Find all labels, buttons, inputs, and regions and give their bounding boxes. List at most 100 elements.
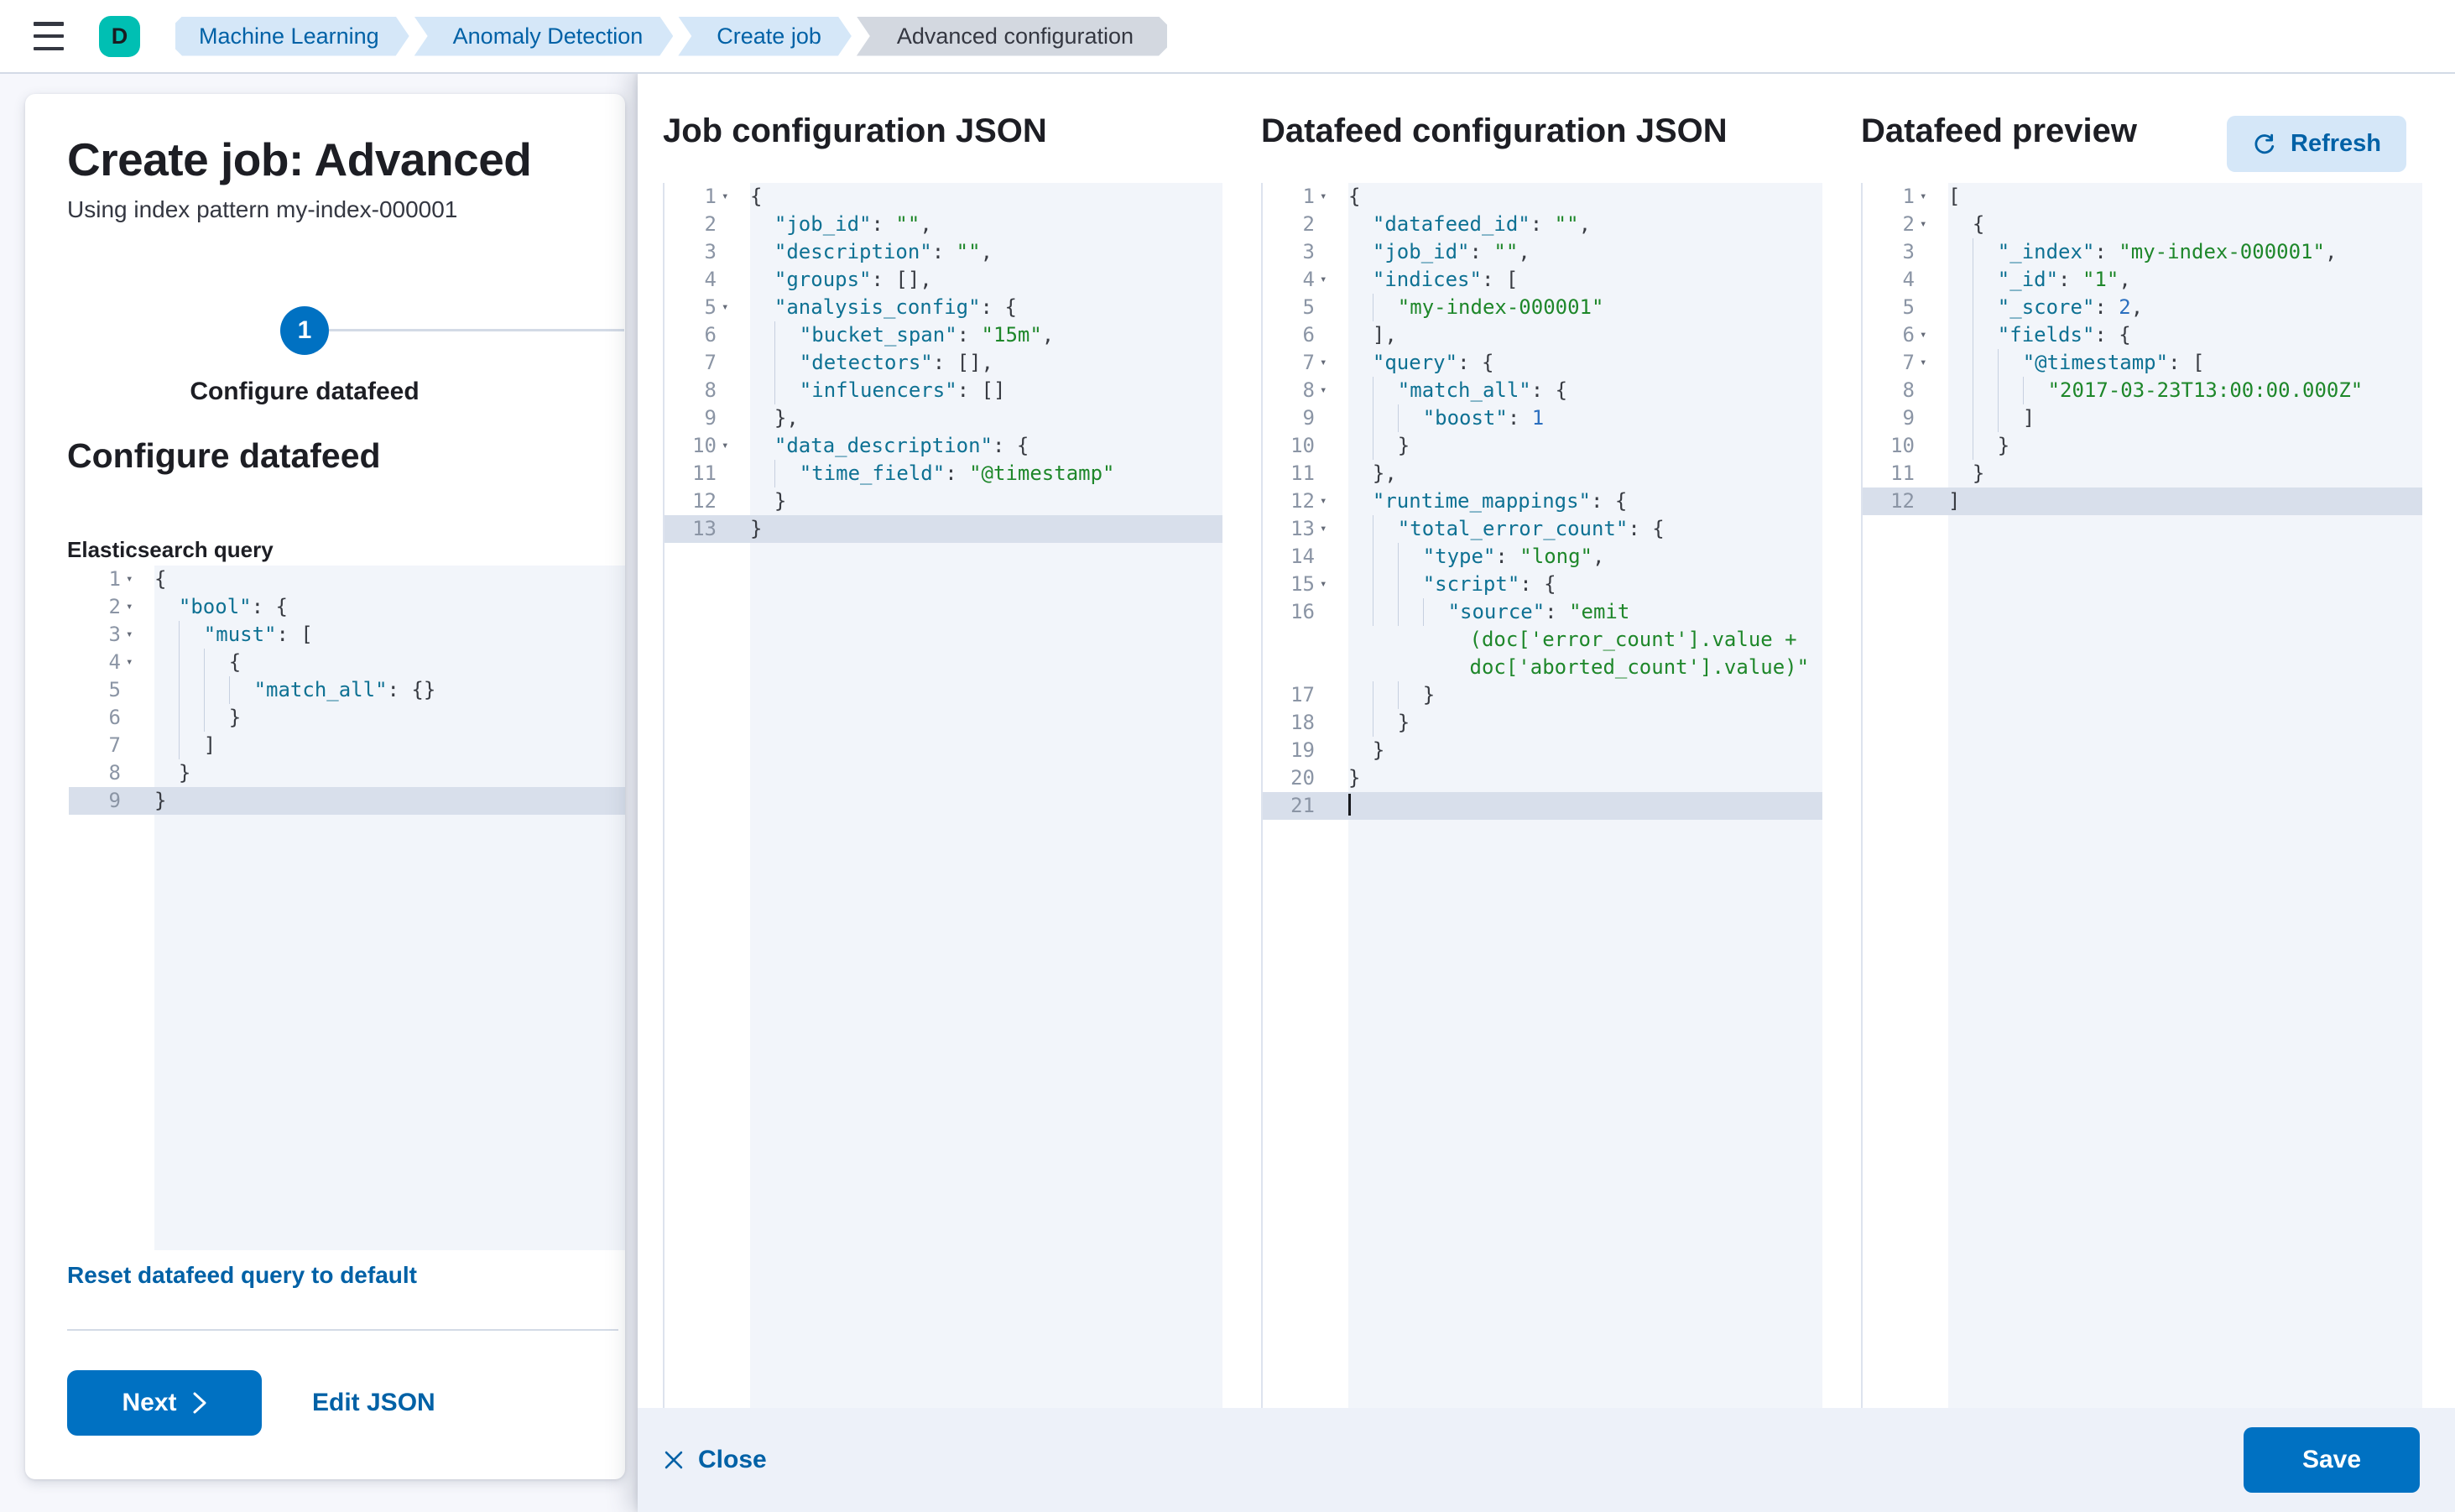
gutter-spacer	[1315, 654, 1348, 681]
code-token	[1948, 434, 1973, 457]
code-token: },	[774, 406, 799, 430]
code-token	[1397, 571, 1423, 598]
hamburger-menu-icon[interactable]	[34, 22, 70, 50]
line-number: 14	[1290, 545, 1315, 568]
gutter-spacer	[1315, 238, 1348, 266]
next-button[interactable]: Next	[67, 1370, 262, 1436]
fold-caret-icon[interactable]: ▾	[1320, 356, 1327, 369]
breadcrumb-machine-learning[interactable]: Machine Learning	[175, 17, 409, 56]
fold-caret-icon[interactable]: ▾	[1320, 383, 1327, 397]
fold-caret-icon[interactable]: ▾	[1920, 356, 1927, 369]
code-text: }	[1348, 432, 1410, 460]
code-token	[154, 595, 179, 618]
fold-caret-icon[interactable]: ▾	[1320, 577, 1327, 591]
gutter-spacer	[1315, 737, 1348, 764]
code-token: "runtime_mappings"	[1372, 489, 1591, 513]
code-row: 19 }	[1263, 737, 1822, 764]
code-token: "my-index-000001"	[1397, 295, 1604, 319]
edit-json-link[interactable]: Edit JSON	[312, 1389, 435, 1416]
fold-caret-icon[interactable]: ▾	[722, 439, 729, 452]
code-token	[750, 351, 774, 374]
breadcrumb-create-job[interactable]: Create job	[678, 17, 852, 56]
datafeed-preview-editor[interactable]: 1▾[2▾ {3 "_index": "my-index-000001",4 "…	[1861, 183, 2422, 1408]
code-row: 6 "bucket_span": "15m",	[665, 321, 1222, 349]
fold-caret-icon[interactable]: ▾	[1320, 494, 1327, 508]
gutter-spacer	[717, 404, 750, 432]
step-1-indicator[interactable]: 1	[280, 306, 329, 355]
code-token: "datafeed_id"	[1372, 212, 1530, 236]
elasticsearch-query-editor[interactable]: 1▾{2▾ "bool": {3▾ "must": [4▾ {5 "match_…	[69, 566, 625, 1250]
reset-datafeed-query-link[interactable]: Reset datafeed query to default	[67, 1262, 417, 1288]
code-token: }	[1972, 461, 1985, 485]
code-token: doc['aborted_count'].value)"	[1469, 655, 1810, 679]
fold-caret-icon[interactable]: ▾	[1320, 522, 1327, 535]
code-token: ,	[1592, 545, 1605, 568]
close-button-label: Close	[698, 1446, 767, 1473]
fold-caret-icon[interactable]: ▾	[1320, 273, 1327, 286]
gutter-spacer	[1315, 681, 1348, 709]
code-token: {	[1348, 185, 1361, 208]
code-token: "groups"	[774, 268, 872, 291]
code-token: "match_all"	[253, 678, 388, 701]
fold-caret-icon[interactable]: ▾	[1320, 190, 1327, 203]
fold-caret-icon[interactable]: ▾	[126, 600, 133, 613]
line-number: 1	[704, 185, 717, 208]
refresh-button[interactable]: Refresh	[2227, 116, 2406, 172]
code-token	[1397, 543, 1423, 571]
gutter-spacer	[121, 676, 154, 704]
close-icon	[665, 1451, 683, 1469]
gutter-spacer	[1915, 377, 1948, 404]
gutter-spacer	[1315, 294, 1348, 321]
code-text: ]	[1948, 404, 2035, 432]
fold-caret-icon[interactable]: ▾	[126, 628, 133, 641]
code-text: {	[1948, 211, 1984, 238]
code-token: :	[2058, 268, 2082, 291]
code-token: "description"	[774, 240, 932, 263]
fold-caret-icon[interactable]: ▾	[126, 655, 133, 669]
fold-caret-icon[interactable]: ▾	[1920, 217, 1927, 231]
job-config-editor[interactable]: 1▾{2 "job_id": "",3 "description": "",4 …	[663, 183, 1222, 1408]
breadcrumb-anomaly-detection[interactable]: Anomaly Detection	[414, 17, 674, 56]
space-avatar[interactable]: D	[99, 15, 140, 57]
fold-caret-icon[interactable]: ▾	[126, 572, 133, 586]
code-token: ]	[2022, 406, 2035, 430]
code-row: 13▾ "total_error_count": {	[1263, 515, 1822, 543]
save-button[interactable]: Save	[2244, 1427, 2420, 1493]
code-token: }	[1422, 683, 1436, 706]
gutter-spacer	[1315, 598, 1348, 626]
code-row: 10▾ "data_description": {	[665, 432, 1222, 460]
code-row: 1▾{	[1263, 183, 1822, 211]
fold-caret-icon[interactable]: ▾	[1920, 328, 1927, 342]
close-button[interactable]: Close	[663, 1446, 767, 1474]
code-text: }	[750, 515, 762, 543]
line-number: 8	[704, 378, 717, 402]
line-number: 4	[1302, 268, 1315, 291]
code-token: "_index"	[1997, 240, 2095, 263]
fold-caret-icon[interactable]: ▾	[722, 190, 729, 203]
code-token: :	[1469, 240, 1494, 263]
code-text: "fields": {	[1948, 321, 2131, 349]
datafeed-config-editor[interactable]: 1▾{2 "datafeed_id": "",3 "job_id": "",4▾…	[1261, 183, 1822, 1408]
code-row: 6▾ "fields": {	[1863, 321, 2422, 349]
code-token	[1372, 571, 1398, 598]
line-number: 12	[692, 489, 717, 513]
gutter-spacer	[121, 759, 154, 787]
code-text: "match_all": {	[1348, 377, 1567, 404]
line-number: 7	[704, 351, 717, 374]
fold-caret-icon[interactable]: ▾	[722, 300, 729, 314]
code-row: 9 "boost": 1	[1263, 404, 1822, 432]
code-token	[1348, 323, 1373, 347]
code-token	[1972, 377, 1998, 404]
code-token	[154, 761, 179, 785]
code-token: : [],	[871, 268, 932, 291]
code-row: 6 }	[69, 704, 625, 732]
code-text: },	[750, 404, 799, 432]
code-text: "influencers": []	[750, 377, 1005, 404]
code-token: : {	[1530, 378, 1568, 402]
code-token: : {	[1628, 517, 1665, 540]
code-token: :	[956, 323, 982, 347]
code-token: }	[1348, 766, 1361, 790]
gutter-spacer	[1315, 211, 1348, 238]
fold-caret-icon[interactable]: ▾	[1920, 190, 1927, 203]
code-text: (doc['error_count'].value +	[1348, 626, 1797, 654]
